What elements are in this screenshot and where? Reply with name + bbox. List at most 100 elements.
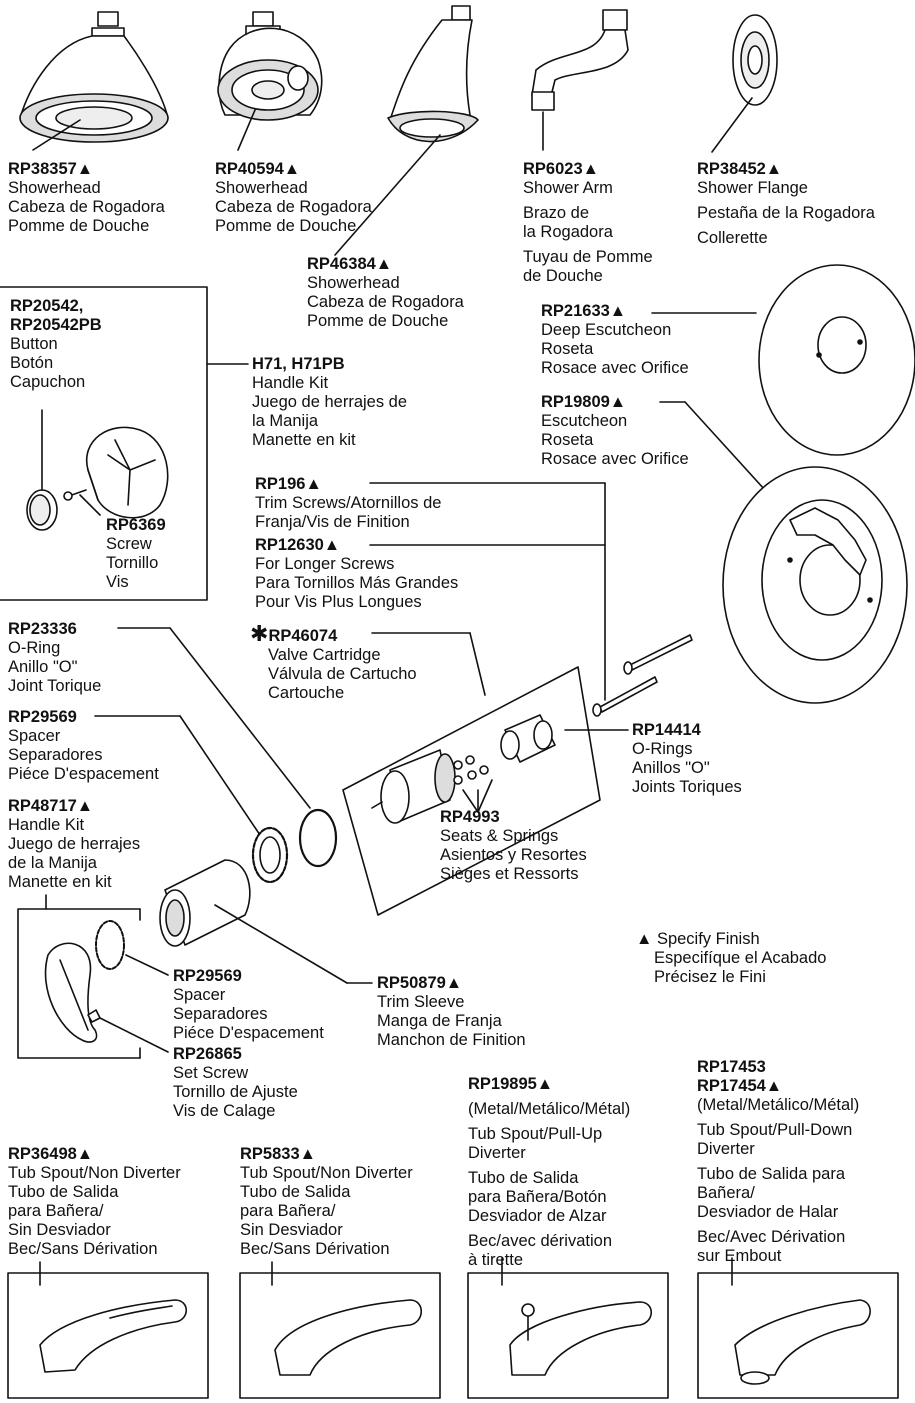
label-line: Anillos "O": [632, 759, 710, 777]
label-line: sur Embout: [697, 1247, 782, 1265]
label-line: Bec/Sans Dérivation: [240, 1240, 390, 1258]
part-number: RP17453: [697, 1058, 766, 1076]
part-number: RP19895▲: [468, 1075, 554, 1093]
label-line: Bec/Avec Dérivation: [697, 1228, 846, 1246]
label-rp19809: RP19809▲ Escutcheon Roseta Rosace avec O…: [541, 393, 689, 469]
label-line: Diverter: [468, 1144, 526, 1162]
handle-kit-h71-box: [0, 286, 249, 601]
label-rp36498: RP36498▲ Tub Spout/Non Diverter Tubo de …: [8, 1145, 181, 1259]
label-line: Capuchon: [10, 373, 86, 391]
handle-kit-rp48717-box: [17, 894, 169, 1059]
triangle-icon: ▲: [636, 930, 653, 948]
shower-arm-rp6023-illustration: [531, 9, 629, 151]
label-line: Showerhead: [8, 179, 101, 197]
part-number: RP14414: [632, 721, 701, 739]
label-rp5833: RP5833▲ Tub Spout/Non Diverter Tubo de S…: [240, 1145, 413, 1259]
finish-note: ▲ Specify Finish Especifíque el Acabado …: [636, 930, 826, 987]
label-rp4993: RP4993 Seats & Springs Asientos y Resort…: [440, 808, 587, 884]
label-line: Piéce D'espacement: [8, 765, 159, 783]
part-number: RP29569: [8, 708, 77, 726]
label-line: Joints Toriques: [632, 778, 742, 796]
part-number: RP21633▲: [541, 302, 627, 320]
label-line: Brazo de: [523, 204, 590, 222]
label-rp6369: RP6369 Screw Tornillo Vis: [106, 516, 166, 592]
label-line: Para Tornillos Más Grandes: [255, 574, 459, 592]
finish-note-line: Especifíque el Acabado: [654, 949, 827, 967]
part-number: RP40594▲: [215, 160, 301, 178]
finish-note-line: Specify Finish: [656, 930, 760, 948]
label-rp38452: RP38452▲ Shower Flange Pestaña de la Rog…: [697, 160, 875, 248]
part-number: RP46384▲: [307, 255, 393, 273]
label-line: Tub Spout/Non Diverter: [8, 1164, 181, 1182]
label-rp20542: RP20542, RP20542PB Button Botón Capuchon: [10, 297, 102, 392]
label-line: Válvula de Cartucho: [268, 665, 417, 683]
part-number: RP38357▲: [8, 160, 94, 178]
label-line: Showerhead: [307, 274, 400, 292]
label-line: Botón: [10, 354, 54, 372]
label-line: Bec/avec dérivation: [468, 1232, 612, 1250]
finish-note-line: Précisez le Fini: [654, 968, 766, 986]
part-number: RP26865: [173, 1045, 242, 1063]
part-number: RP19809▲: [541, 393, 627, 411]
part-number-text: RP46074: [268, 627, 338, 645]
label-line: para Bañera/: [8, 1202, 104, 1220]
label-rp50879: RP50879▲ Trim Sleeve Manga de Franja Man…: [377, 974, 526, 1050]
label-line: Handle Kit: [8, 816, 85, 834]
label-line: Tub Spout/Pull-Up: [468, 1125, 603, 1143]
label-line: Cabeza de Rogadora: [8, 198, 165, 216]
part-number: RP48717▲: [8, 797, 94, 815]
label-line: Spacer: [8, 727, 61, 745]
label-line: Escutcheon: [541, 412, 628, 430]
part-number: RP6369: [106, 516, 166, 534]
trim-screws-illustration: [369, 482, 693, 717]
label-line: Pestaña de la Rogadora: [697, 204, 875, 222]
label-rp46384: RP46384▲ Showerhead Cabeza de Rogadora P…: [307, 255, 464, 331]
label-line: Trim Sleeve: [377, 993, 465, 1011]
label-line: de la Manija: [8, 854, 97, 872]
label-line: Pomme de Douche: [215, 217, 357, 235]
label-line: Separadores: [8, 746, 103, 764]
label-line: Valve Cartridge: [268, 646, 381, 664]
showerhead-rp46384-illustration: [334, 5, 479, 256]
label-line: Franja/Vis de Finition: [255, 513, 410, 531]
label-line: Shower Arm: [523, 179, 613, 197]
trim-sleeve-rp50879-illustration: [159, 859, 373, 984]
label-line: Set Screw: [173, 1064, 249, 1082]
label-line: Shower Flange: [697, 179, 808, 197]
part-number: RP29569: [173, 967, 242, 985]
label-line: Pomme de Douche: [8, 217, 150, 235]
label-line: Juego de herrajes de: [252, 393, 408, 411]
label-line: Deep Escutcheon: [541, 321, 672, 339]
label-line: à tirette: [468, 1251, 524, 1269]
label-line: Manchon de Finition: [377, 1031, 526, 1049]
part-number: ✱RP46074: [250, 621, 417, 646]
label-line: O-Ring: [8, 639, 61, 657]
part-number: RP20542,: [10, 297, 84, 315]
label-h71: H71, H71PB Handle Kit Juego de herrajes …: [252, 355, 407, 450]
label-line: Manette en kit: [8, 873, 112, 891]
part-number: RP38452▲: [697, 160, 783, 178]
label-line: Sin Desviador: [8, 1221, 111, 1239]
asterisk-icon: ✱: [250, 621, 269, 646]
label-line: Pour Vis Plus Longues: [255, 593, 422, 611]
label-line: Tornillo: [106, 554, 159, 572]
label-line: de Douche: [523, 267, 603, 285]
label-line: For Longer Screws: [255, 555, 395, 573]
label-line: Manga de Franja: [377, 1012, 502, 1030]
label-line: la Rogadora: [523, 223, 613, 241]
escutcheon-rp19809-illustration: [659, 401, 908, 704]
part-number: RP12630▲: [255, 536, 341, 554]
label-line: Vis: [106, 573, 129, 591]
label-line: Diverter: [697, 1140, 755, 1158]
label-line: Cartouche: [268, 684, 345, 702]
label-line: Spacer: [173, 986, 226, 1004]
label-line: (Metal/Metálico/Métal): [468, 1100, 631, 1118]
label-line: la Manija: [252, 412, 319, 430]
label-line: Juego de herrajes: [8, 835, 141, 853]
label-line: Sin Desviador: [240, 1221, 343, 1239]
label-line: Rosace avec Orifice: [541, 450, 689, 468]
part-number: RP50879▲: [377, 974, 463, 992]
label-line: Bec/Sans Dérivation: [8, 1240, 158, 1258]
label-line: Button: [10, 335, 58, 353]
label-rp40594: RP40594▲ Showerhead Cabeza de Rogadora P…: [215, 160, 372, 236]
